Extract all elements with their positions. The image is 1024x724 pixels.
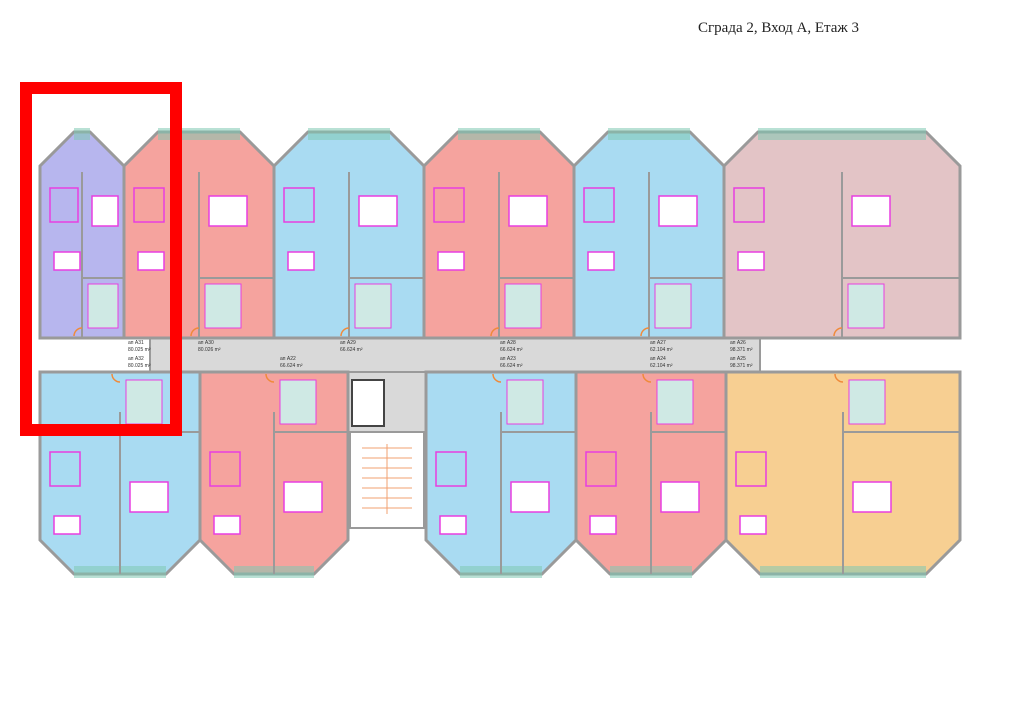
bed-icon [658, 195, 698, 227]
apartment-code-label: ап А29 [340, 340, 356, 346]
sofa-icon [49, 451, 81, 487]
bed-icon [283, 481, 323, 513]
apartment-area-label: 66.624 m² [500, 347, 523, 353]
door-swing [73, 327, 83, 337]
apartment-code-label: ап А22 [280, 356, 296, 362]
apartment-area-label: 80.025 m² [128, 347, 151, 353]
bathroom [125, 379, 163, 425]
door-swing [340, 327, 350, 337]
bathroom [204, 283, 242, 329]
apartment-code-label: ап А32 [128, 356, 144, 362]
sofa-icon [209, 451, 241, 487]
door-swing [833, 327, 843, 337]
sofa-icon [435, 451, 467, 487]
dining-table-icon [587, 251, 615, 271]
bed-icon [208, 195, 248, 227]
bathroom [506, 379, 544, 425]
bed-icon [91, 195, 119, 227]
bed-icon [510, 481, 550, 513]
bathroom [504, 283, 542, 329]
apartment-area-label: 98.371 m² [730, 363, 753, 369]
sofa-icon [733, 187, 765, 223]
dining-table-icon [137, 251, 165, 271]
sofa-icon [133, 187, 165, 223]
apartment-code-label: ап А24 [650, 356, 666, 362]
apartment-area-label: 66.624 m² [280, 363, 303, 369]
sofa-icon [283, 187, 315, 223]
apartment-area-label: 62.104 m² [650, 363, 673, 369]
apartment-code-label: ап А26 [730, 340, 746, 346]
stairs [362, 444, 412, 514]
bathroom [654, 283, 692, 329]
bed-icon [851, 195, 891, 227]
door-swing [490, 327, 500, 337]
door-swing [492, 373, 502, 383]
elevator-shaft [351, 379, 385, 427]
dining-table-icon [53, 251, 81, 271]
bathroom [848, 379, 886, 425]
bathroom [354, 283, 392, 329]
balcony [758, 128, 926, 140]
bathroom [847, 283, 885, 329]
dining-table-icon [589, 515, 617, 535]
apartment-code-label: ап А23 [500, 356, 516, 362]
balcony [608, 128, 690, 140]
sofa-icon [433, 187, 465, 223]
bed-icon [129, 481, 169, 513]
balcony [458, 128, 540, 140]
dining-table-icon [53, 515, 81, 535]
sofa-icon [583, 187, 615, 223]
dining-table-icon [287, 251, 315, 271]
dining-table-icon [439, 515, 467, 535]
apartment-area-label: 66.624 m² [500, 363, 523, 369]
dining-table-icon [437, 251, 465, 271]
bathroom [279, 379, 317, 425]
apartment-area-label: 98.371 m² [730, 347, 753, 353]
bed-icon [508, 195, 548, 227]
door-swing [642, 373, 652, 383]
balcony [308, 128, 390, 140]
dining-table-icon [739, 515, 767, 535]
sofa-icon [735, 451, 767, 487]
bed-icon [358, 195, 398, 227]
apartment-area-label: 66.624 m² [340, 347, 363, 353]
bed-icon [660, 481, 700, 513]
door-swing [265, 373, 275, 383]
door-swing [111, 373, 121, 383]
apartment-code-label: ап А28 [500, 340, 516, 346]
apartment-code-label: ап А30 [198, 340, 214, 346]
door-swing [834, 373, 844, 383]
apartment-area-label: 80.026 m² [198, 347, 221, 353]
balcony [74, 128, 90, 140]
apartment-code-label: ап А25 [730, 356, 746, 362]
sofa-icon [49, 187, 79, 223]
apartment-code-label: ап А27 [650, 340, 666, 346]
apartment-area-label: 62.104 m² [650, 347, 673, 353]
dining-table-icon [737, 251, 765, 271]
apartment-area-label: 80.025 m² [128, 363, 151, 369]
sofa-icon [585, 451, 617, 487]
dining-table-icon [213, 515, 241, 535]
plan-title: Сграда 2, Вход А, Етаж 3 [698, 20, 860, 36]
door-swing [190, 327, 200, 337]
apartment-code-label: ап А31 [128, 340, 144, 346]
door-swing [640, 327, 650, 337]
bathroom [656, 379, 694, 425]
selected-apartment-highlight[interactable] [20, 82, 182, 436]
bed-icon [852, 481, 892, 513]
bathroom [87, 283, 119, 329]
